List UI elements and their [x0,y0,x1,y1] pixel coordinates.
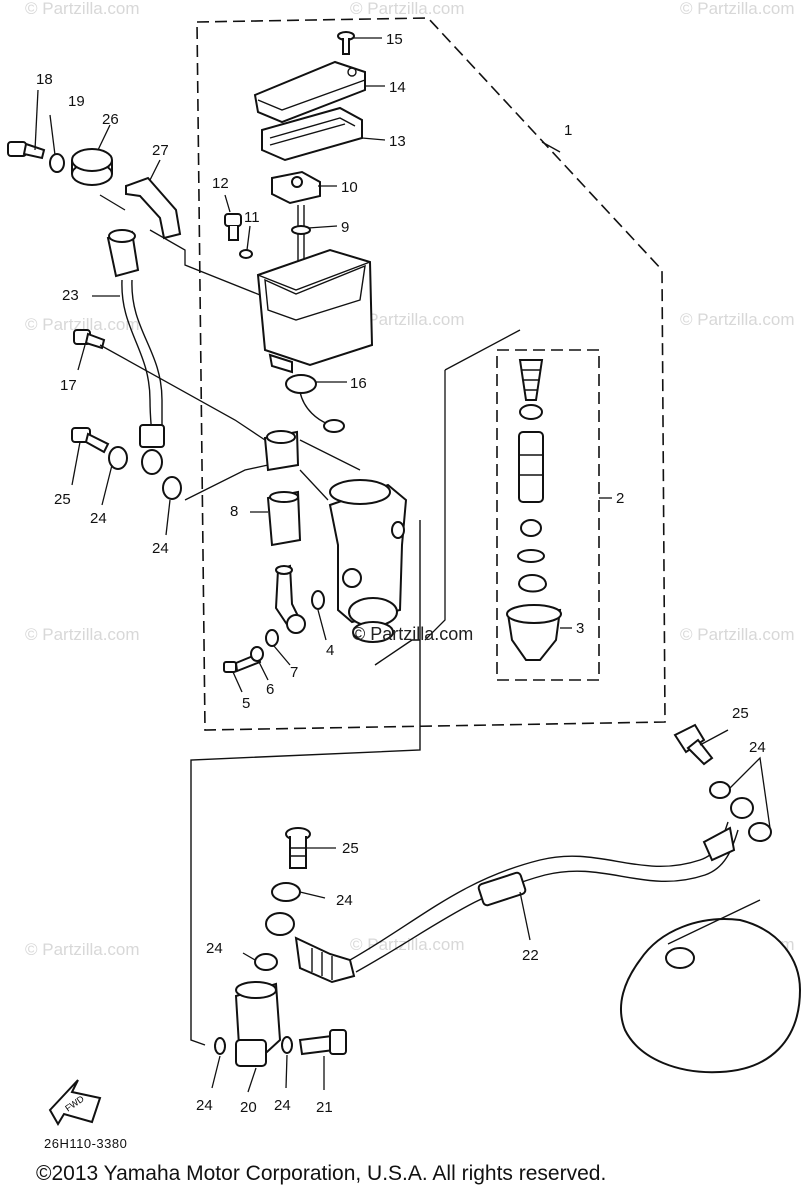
lower-connector-line [190,520,421,1046]
watermark: © Partzilla.com [350,0,465,18]
callout-22: 22 [522,947,539,964]
washer-19 [49,153,65,173]
leader-lines [34,37,612,693]
elbow-joint [274,564,306,634]
drawing-code: 26H110-3380 [44,1136,128,1151]
callout-3: 3 [576,620,584,637]
screw-12 [224,213,242,241]
callout-24a: 24 [90,510,107,527]
callout-12: 12 [212,175,229,192]
callout-24g: 24 [274,1097,291,1114]
watermark: © Partzilla.com [680,310,795,329]
plate-10 [271,170,321,205]
callout-labels: 1 2 3 4 5 6 7 8 9 10 11 12 13 14 15 16 1… [36,31,766,1116]
float-9 [291,205,311,270]
callout-16: 16 [350,375,367,392]
reservoir-cap-14 [253,60,366,124]
assembly-1-boundary [196,17,666,731]
callout-24c: 24 [749,739,766,756]
callout-2: 2 [616,490,624,507]
callout-21: 21 [316,1099,333,1116]
washer-24-upper-b [162,476,182,500]
reservoir-body [256,248,374,374]
o-ring-4 [311,590,325,610]
bolt-17 [73,329,106,350]
callout-27: 27 [152,142,169,159]
washer-11 [239,249,253,259]
piston-kit-2 [517,359,548,593]
callout-1: 1 [564,122,572,139]
watermark: © Partzilla.com [350,935,465,954]
callout-7: 7 [290,664,298,681]
union-20 [234,981,282,1067]
callout-24d: 24 [336,892,353,909]
boot-3 [506,604,562,661]
bracket-27 [125,176,182,240]
bolt-25-upper [71,427,110,454]
callout-4: 4 [326,642,334,659]
callout-24f: 24 [196,1097,213,1114]
bolt-25-lower [285,827,311,869]
watermark: © Partzilla.com [680,0,795,18]
washer-7 [265,629,279,647]
callout-20: 20 [240,1099,257,1116]
washer-24-bottom-left [214,1037,226,1055]
bolt-25-right [673,723,714,766]
callout-14: 14 [389,79,406,96]
callout-24b: 24 [152,540,169,557]
callout-5: 5 [242,695,250,712]
caliper-outline [620,918,802,1074]
outlet-connector-line [374,639,420,666]
bolt-18 [7,141,46,160]
callout-10: 10 [341,179,358,196]
callout-18: 18 [36,71,53,88]
callout-11: 11 [244,209,260,226]
callout-23: 23 [62,287,79,304]
callout-13: 13 [389,133,406,150]
callout-15: 15 [386,31,403,48]
bolt-21 [298,1029,347,1056]
washer-24-bottom-right [281,1036,293,1054]
grommet-26 [71,148,113,186]
hose-clamp-16 [285,374,345,433]
callout-8: 8 [230,503,238,520]
washers-24-right [709,781,772,842]
screw-15 [337,31,355,55]
watermark: © Partzilla.com [25,315,140,334]
callout-25a: 25 [54,491,71,508]
watermark: © Partzilla.com [25,0,140,18]
callout-25b: 25 [732,705,749,722]
watermark: © Partzilla.com [350,310,465,329]
hose-fitting-8 [263,430,302,547]
watermark: © Partzilla.com [25,940,140,959]
washers-24-lower [254,882,301,971]
copyright-notice: ©2013 Yamaha Motor Corporation, U.S.A. A… [36,1162,607,1185]
callout-19: 19 [68,93,85,110]
washer-6 [250,646,264,662]
callout-17: 17 [60,377,77,394]
center-watermark: © Partzilla.com [352,624,473,644]
watermarks: © Partzilla.com © Partzilla.com © Partzi… [25,0,795,959]
callout-25c: 25 [342,840,359,857]
watermark: © Partzilla.com [25,625,140,644]
brake-pipe-22 [349,821,739,973]
master-cylinder [328,479,408,643]
pipe-end-left [294,936,356,984]
callout-6: 6 [266,681,274,698]
washer-24-upper-a [108,446,128,470]
fwd-arrow-icon: FWD [48,1079,102,1126]
callout-24e: 24 [206,940,223,957]
callout-26: 26 [102,111,119,128]
brake-hose-23 [106,229,165,475]
lower-leader-lines [211,729,771,1093]
callout-9: 9 [341,219,349,236]
watermark: © Partzilla.com [680,625,795,644]
